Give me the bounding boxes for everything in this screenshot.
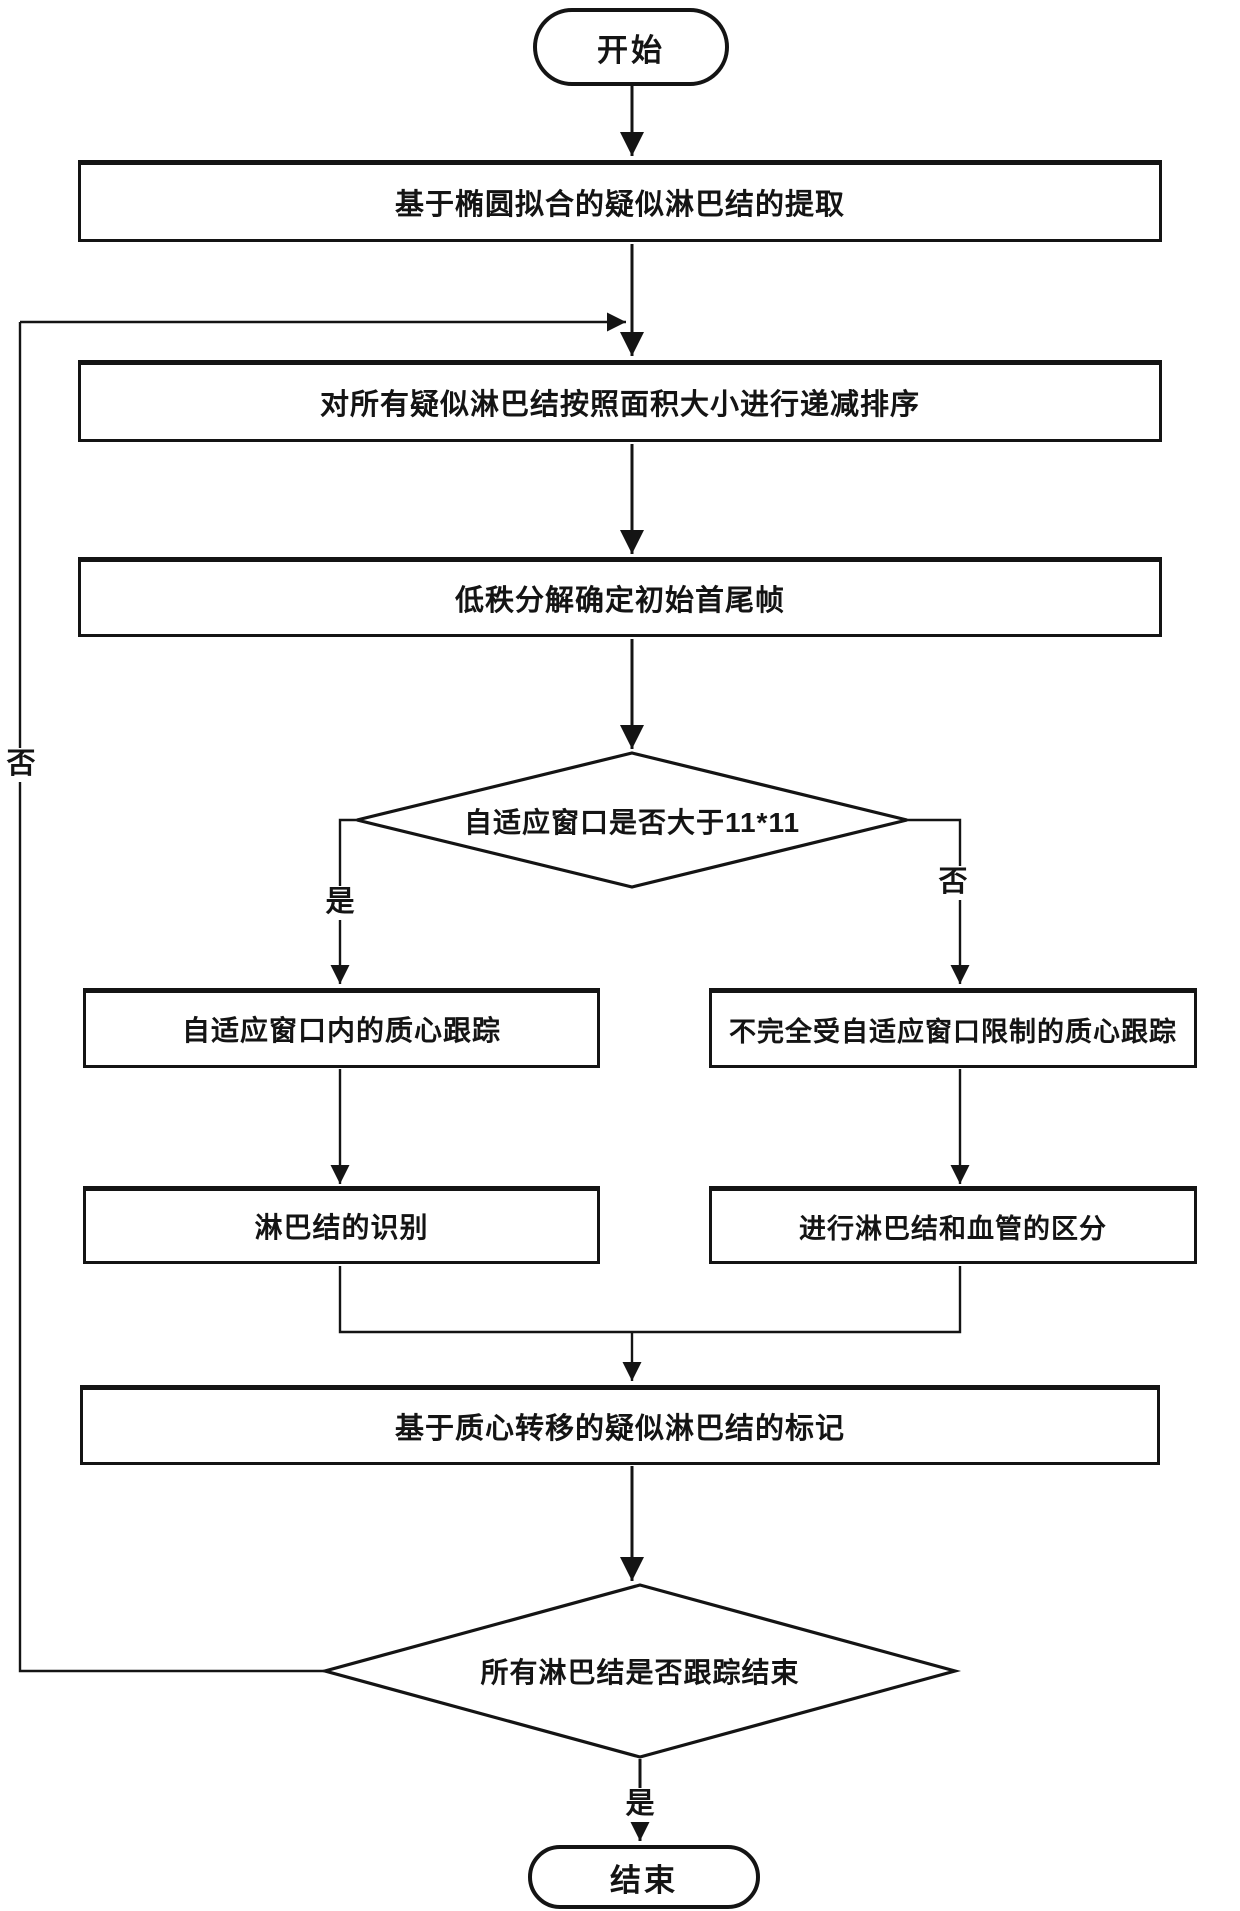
step-extract-label: 基于椭圆拟合的疑似淋巴结的提取: [394, 189, 845, 221]
step-sort-label: 对所有疑似淋巴结按照面积大小进行递减排序: [319, 389, 920, 421]
decision2-no-label: 否: [3, 748, 39, 782]
decision2-yes-label: 是: [622, 1788, 658, 1822]
right-centroid-track-box: 不完全受自适应窗口限制的质心跟踪: [709, 988, 1197, 1068]
vessel-distinguish-box: 进行淋巴结和血管的区分: [709, 1186, 1197, 1264]
decision2-label: 所有淋巴结是否跟踪结束: [480, 1657, 800, 1688]
start-node: 开始: [533, 8, 729, 86]
decision1-no-label: 否: [935, 866, 971, 900]
step-sort-box: 对所有疑似淋巴结按照面积大小进行递减排序: [78, 360, 1162, 442]
decision1-yes-label: 是: [322, 886, 358, 920]
step-lowrank-label: 低秩分解确定初始首尾帧: [454, 585, 785, 617]
end-node: 结束: [528, 1845, 760, 1909]
decision1-diamond: [356, 751, 908, 889]
end-label: 结束: [610, 1862, 678, 1898]
mark-step-label: 基于质心转移的疑似淋巴结的标记: [394, 1413, 845, 1445]
right-centroid-track-label: 不完全受自适应窗口限制的质心跟踪: [729, 1016, 1177, 1047]
decision1-label: 自适应窗口是否大于11*11: [463, 807, 801, 838]
arrow-decision1-yes: [330, 818, 357, 984]
arrow-decision1-no: [907, 818, 970, 984]
left-centroid-track-label: 自适应窗口内的质心跟踪: [181, 1015, 501, 1046]
merge-wire: [338, 1266, 962, 1334]
vessel-distinguish-label: 进行淋巴结和血管的区分: [799, 1213, 1107, 1244]
decision2-diamond: [318, 1583, 962, 1759]
lymph-identify-label: 淋巴结的识别: [254, 1212, 429, 1243]
left-centroid-track-box: 自适应窗口内的质心跟踪: [83, 988, 600, 1068]
mark-step-box: 基于质心转移的疑似淋巴结的标记: [80, 1385, 1160, 1465]
step-extract-box: 基于椭圆拟合的疑似淋巴结的提取: [78, 160, 1162, 242]
lymph-identify-box: 淋巴结的识别: [83, 1186, 600, 1264]
step-lowrank-box: 低秩分解确定初始首尾帧: [78, 557, 1162, 637]
start-label: 开始: [597, 32, 665, 68]
